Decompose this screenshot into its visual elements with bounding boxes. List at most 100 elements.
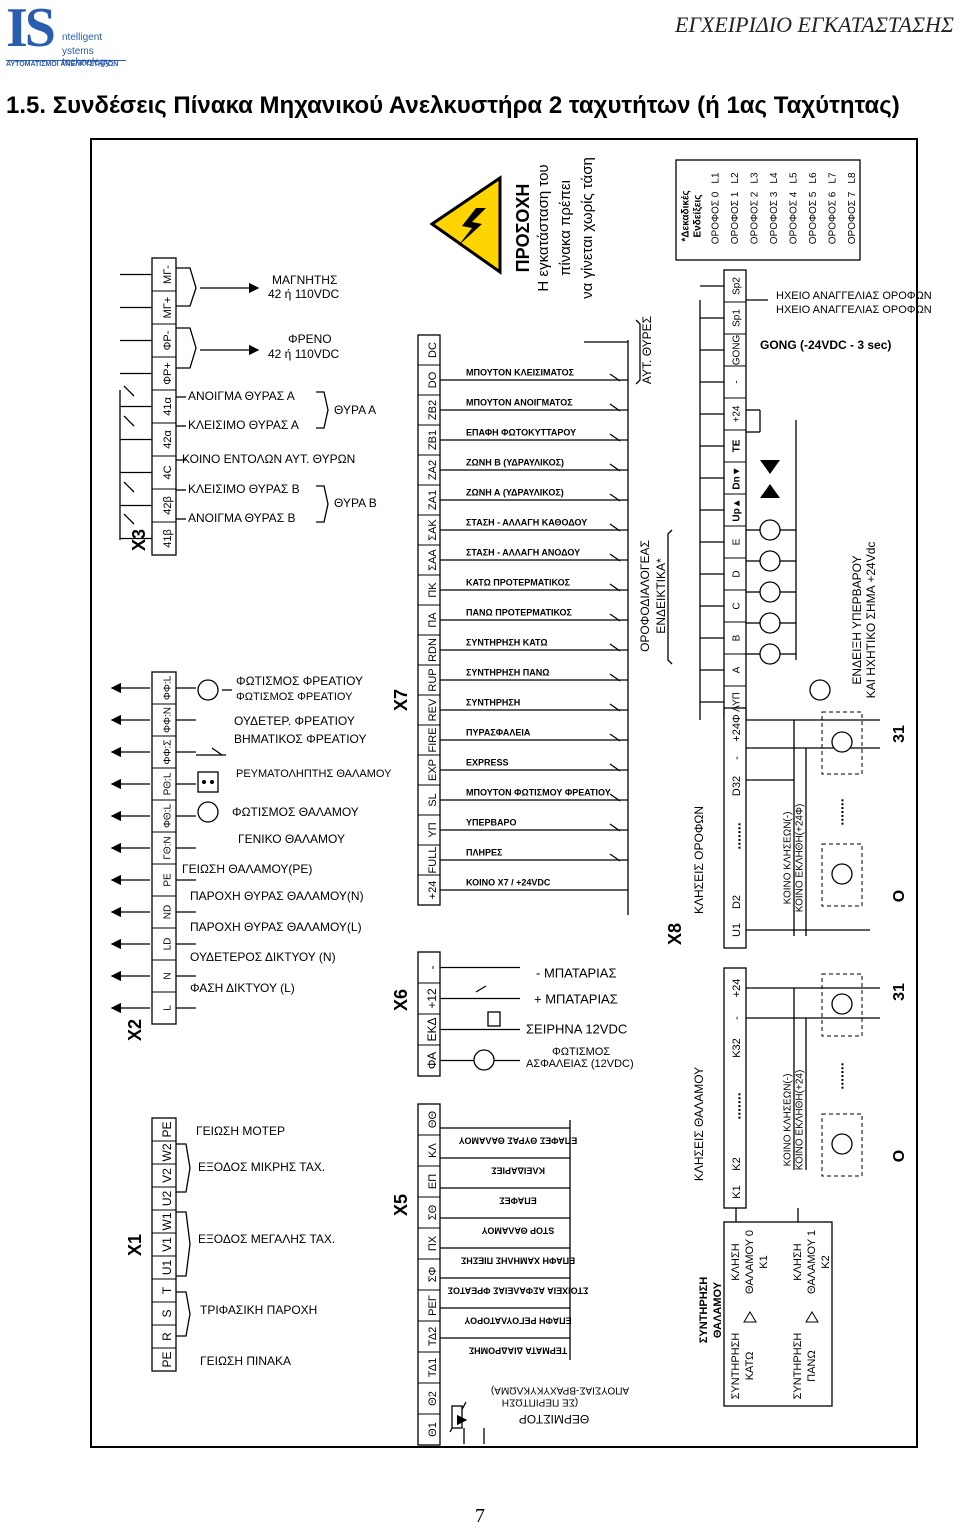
decimal-code: L1 bbox=[711, 172, 722, 184]
call-button-box bbox=[821, 843, 863, 907]
x3-terminal-strip-body bbox=[151, 257, 177, 556]
maint-down1: ΣΥΝΤΗΡΗΣΗ bbox=[730, 1333, 742, 1400]
selector-title2: ΕΝΔΕΙΚΤΙΚΑ* bbox=[654, 558, 668, 634]
x8-car-strip-body bbox=[723, 967, 747, 1209]
x8-car-terminal-label: K32 bbox=[731, 1038, 743, 1058]
selector-terminal-label: - bbox=[732, 380, 743, 383]
door-a-close-label: ΚΛΕΙΣΙΜΟ ΘΥΡΑΣ Α bbox=[188, 418, 299, 432]
x7-label: X7 bbox=[391, 689, 411, 711]
selector-terminal-strip bbox=[723, 269, 747, 719]
x5-terminal-label: ΘΘ bbox=[427, 1111, 439, 1129]
maint-down2: ΚΑΤΩ bbox=[744, 1352, 756, 1381]
decimal-floor: ΟΡΟΦΟΣ 4 bbox=[789, 191, 800, 244]
x8-car-strip bbox=[723, 967, 747, 1209]
brace bbox=[635, 319, 641, 385]
safety-light-label2: ΑΣΦΑΛΕΙΑΣ (12VDC) bbox=[526, 1058, 634, 1070]
net-neutral-label: ΟΥΔΕΤΕΡΟΣ ΔΙΚΤΥΟΥ (N) bbox=[190, 950, 336, 964]
selector-terminal-label: ΛΥΠ bbox=[732, 692, 743, 712]
x5-line-label: ΕΠΑΦΕΣ bbox=[499, 1196, 537, 1206]
switch-contact bbox=[123, 385, 135, 397]
x7-terminal-label: ΠΑ bbox=[427, 612, 439, 628]
x1-terminal-label: U1 bbox=[160, 1260, 174, 1276]
floor-indicator-icon bbox=[759, 581, 781, 603]
call-button-box bbox=[821, 711, 863, 775]
x1-terminal-label: W1 bbox=[160, 1212, 174, 1230]
x7-line-label: ΣΥΝΤΗΡΗΣΗ ΚΑΤΩ bbox=[466, 637, 548, 647]
x6-terminal-label: ΦΑ bbox=[425, 1052, 439, 1069]
x5-terminal-label: ΣΘ bbox=[427, 1204, 439, 1220]
n31-label: 31 bbox=[891, 725, 908, 743]
x7-terminal-label: ZA2 bbox=[427, 460, 439, 480]
decimal-floor: ΟΡΟΦΟΣ 7 bbox=[847, 191, 858, 244]
car-general-label: ΓΕΝΙΚΟ ΘΑΛΑΜΟΥ bbox=[238, 832, 345, 846]
maint-call0-3: K1 bbox=[758, 1255, 770, 1268]
decimal-code: L3 bbox=[750, 172, 761, 184]
x6-terminal-label: - bbox=[425, 966, 439, 970]
motor-ground-label: ΓΕΙΩΣΗ ΜΟΤΕΡ bbox=[196, 1124, 285, 1138]
decimal-code: L4 bbox=[769, 172, 780, 184]
lightning-icon bbox=[458, 208, 486, 246]
x7-terminal-label: ΥΠ bbox=[427, 822, 439, 837]
thermistor-label: ΘΕΡΜΙΣΤΟΡ bbox=[519, 1412, 590, 1426]
floor-common-neg-label: ΚΟΙΝΟ ΚΛΗΣΕΩΝ(-) bbox=[783, 812, 794, 905]
brace bbox=[176, 327, 197, 369]
x8-car-terminal-label: - bbox=[731, 1016, 743, 1020]
x7-terminal-strip-body bbox=[417, 334, 441, 906]
x7-line-label: ΚΟΙΝΟ X7 / +24VDC bbox=[466, 877, 551, 887]
call-button-box bbox=[821, 973, 863, 1037]
brace bbox=[667, 529, 673, 665]
x7-line-label: ΜΠΟΥΤΟΝ ΚΛΕΙΣΙΜΑΤΟΣ bbox=[466, 367, 575, 377]
switch-contact bbox=[123, 415, 135, 427]
x7-terminal-label: SL bbox=[427, 793, 439, 806]
x1-terminal-label: T bbox=[160, 1286, 174, 1294]
x7-line-label: ΣΤΑΣΗ - ΑΛΛΑΓΗ ΑΝΟΔΟΥ bbox=[466, 547, 580, 557]
brace bbox=[176, 1211, 191, 1277]
document-title: ΕΓΧΕΙΡΙΔΙΟ ΕΓΚΑΤΑΣΤΑΣΗΣ bbox=[675, 12, 954, 37]
shaft-light-label: ΦΩΤΙΣΜΟΣ ΦΡΕΑΤΙΟΥ bbox=[236, 674, 363, 688]
thermistor-note1: (ΣΕ ΠΕΡΙΠΤΩΣΗ bbox=[502, 1396, 578, 1407]
shaft-light-icon bbox=[197, 679, 219, 701]
floor-indicator-icon bbox=[759, 519, 781, 541]
warning-title: ΠΡΟΣΟΧΗ bbox=[513, 184, 533, 273]
floor-indicator-icon bbox=[759, 550, 781, 572]
shaft-neutral-label: ΟΥΔΕΤΕΡ. ΦΡΕΑΤΙΟΥ bbox=[234, 714, 355, 728]
warning-line3: να γίνεται χωρίς τάση bbox=[579, 157, 596, 299]
up-arrow-icon bbox=[760, 484, 780, 498]
switch-contact bbox=[609, 733, 621, 742]
x7-terminal-label: ZB1 bbox=[427, 430, 439, 450]
x7-line-label: ΣΥΝΤΗΡΗΣΗ ΠΑΝΩ bbox=[466, 667, 550, 677]
x8-label: X8 bbox=[665, 923, 685, 945]
x2-terminal-label: LD bbox=[163, 938, 174, 951]
siren-label: ΣΕΙΡΗΝΑ 12VDC bbox=[526, 1021, 627, 1036]
x8-floor-terminal-label: - bbox=[731, 756, 743, 760]
x3-terminal-label: 41β bbox=[162, 529, 174, 548]
x5-terminal-label: ΚΛ bbox=[427, 1143, 439, 1158]
call-lamp-icon bbox=[831, 1133, 853, 1155]
selector-title1: ΟΡΟΦΟΔΙΑΛΟΓΕΑΣ bbox=[638, 540, 652, 652]
floor-indicator-icon bbox=[759, 612, 781, 634]
door-a-label: ΘΥΡΑ Α bbox=[334, 403, 376, 417]
x5-terminal-label: ΡΕΓ bbox=[427, 1295, 439, 1316]
socket-pin bbox=[202, 780, 206, 784]
x2-terminal-label: ΦΦ:L bbox=[163, 675, 174, 700]
x2-terminal-label: PE bbox=[163, 873, 174, 887]
x7-terminal-label: ZA1 bbox=[427, 490, 439, 510]
x3-label: X3 bbox=[129, 529, 149, 551]
floor-calls-label: ΚΛΗΣΕΙΣ ΟΡΟΦΩΝ bbox=[692, 806, 706, 914]
selector-terminal-label: C bbox=[732, 602, 743, 609]
x1-label: X1 bbox=[125, 1234, 145, 1256]
x5-terminal-label: Θ1 bbox=[427, 1422, 439, 1437]
x3-terminal-label: ΜΓ- bbox=[162, 265, 174, 284]
selector-terminal-label: B bbox=[732, 634, 743, 641]
call-lamp-icon bbox=[831, 993, 853, 1015]
decimal-code: L8 bbox=[847, 172, 858, 184]
x3-terminal-strip bbox=[151, 257, 177, 556]
x5-terminal-label: ΕΠ bbox=[427, 1174, 439, 1189]
overload-label2: ΚΑΙ ΗΧΗΤΙΚΟ ΣΗΜΑ +24Vdc bbox=[864, 542, 878, 699]
thermistor-icon bbox=[451, 1405, 463, 1429]
switch-contact bbox=[609, 403, 621, 412]
x1-terminal-label: V2 bbox=[160, 1168, 174, 1183]
x3-terminal-label: ΜΓ+ bbox=[162, 297, 174, 319]
x7-terminal-label: ΣΑΑ bbox=[427, 549, 439, 571]
